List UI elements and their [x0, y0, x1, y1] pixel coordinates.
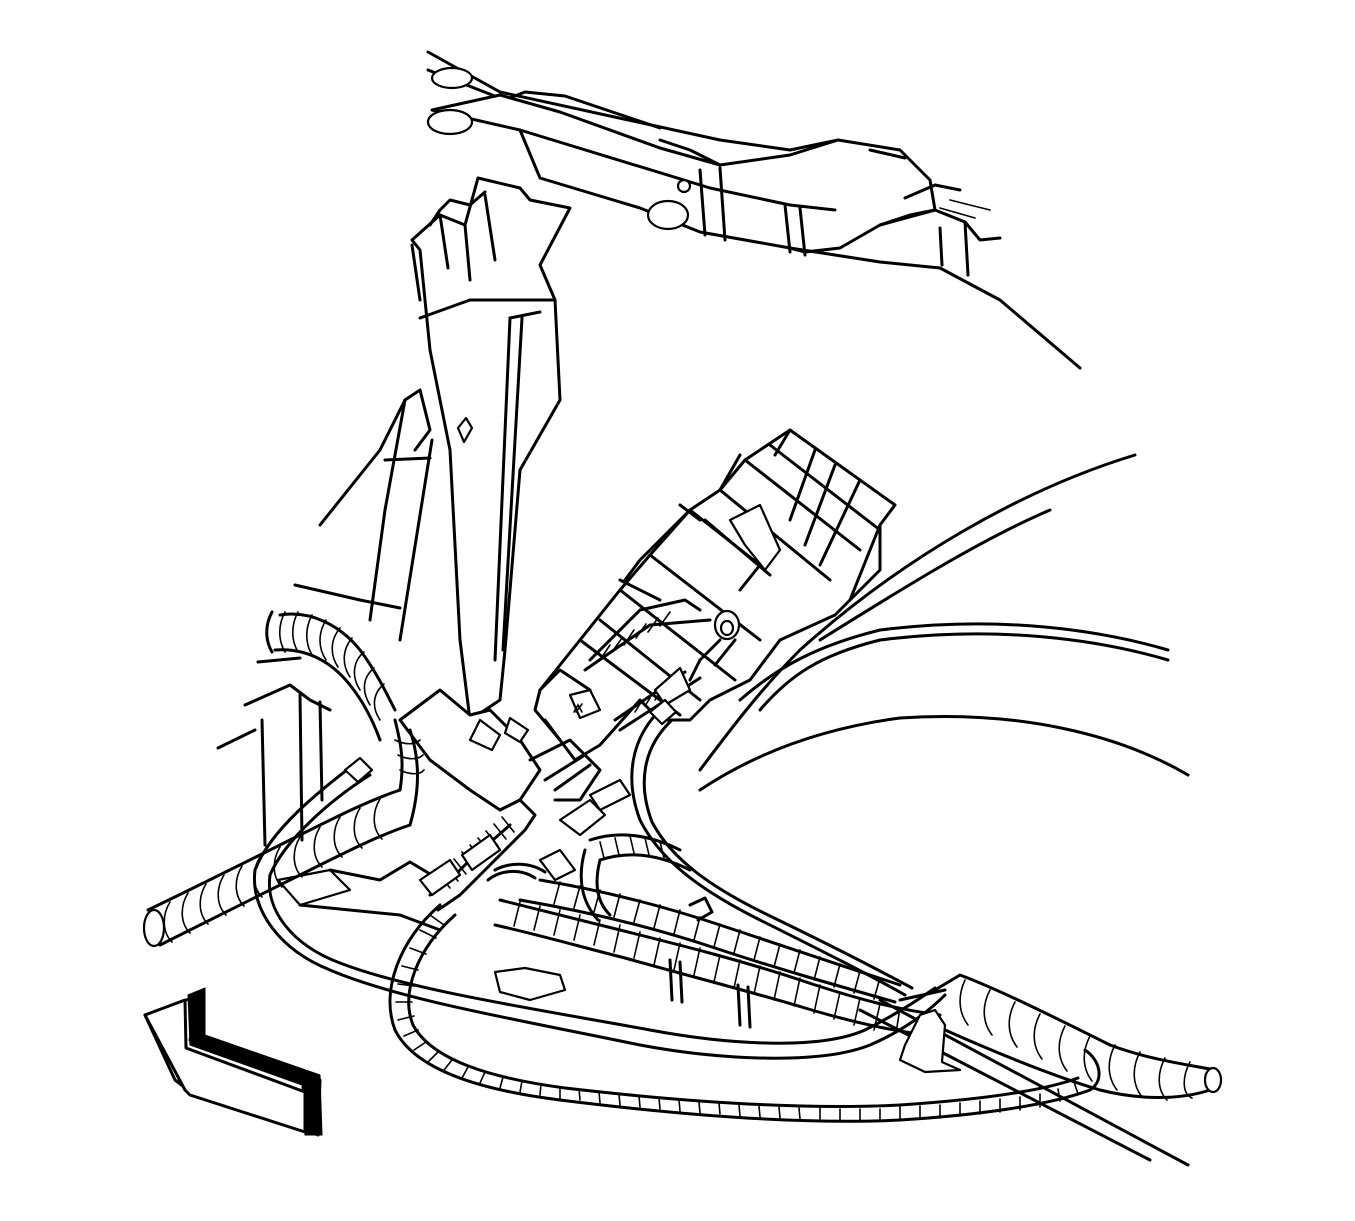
- wrapped-wire-harness-lower-loop: [388, 903, 1101, 1123]
- wrapped-wire-harness-upper: [265, 610, 397, 742]
- wrapped-wire-harness-right: [493, 878, 1223, 1101]
- upper-cross-bracket: [426, 50, 1082, 370]
- vertical-mounting-bracket: [318, 176, 572, 722]
- floor-panel: [216, 583, 442, 932]
- front-direction-arrow-icon: [143, 987, 323, 1137]
- wire-loop-thin: [252, 698, 947, 1060]
- harness-clips-and-ties: [486, 833, 752, 1029]
- electrical-connector-block: [398, 428, 897, 912]
